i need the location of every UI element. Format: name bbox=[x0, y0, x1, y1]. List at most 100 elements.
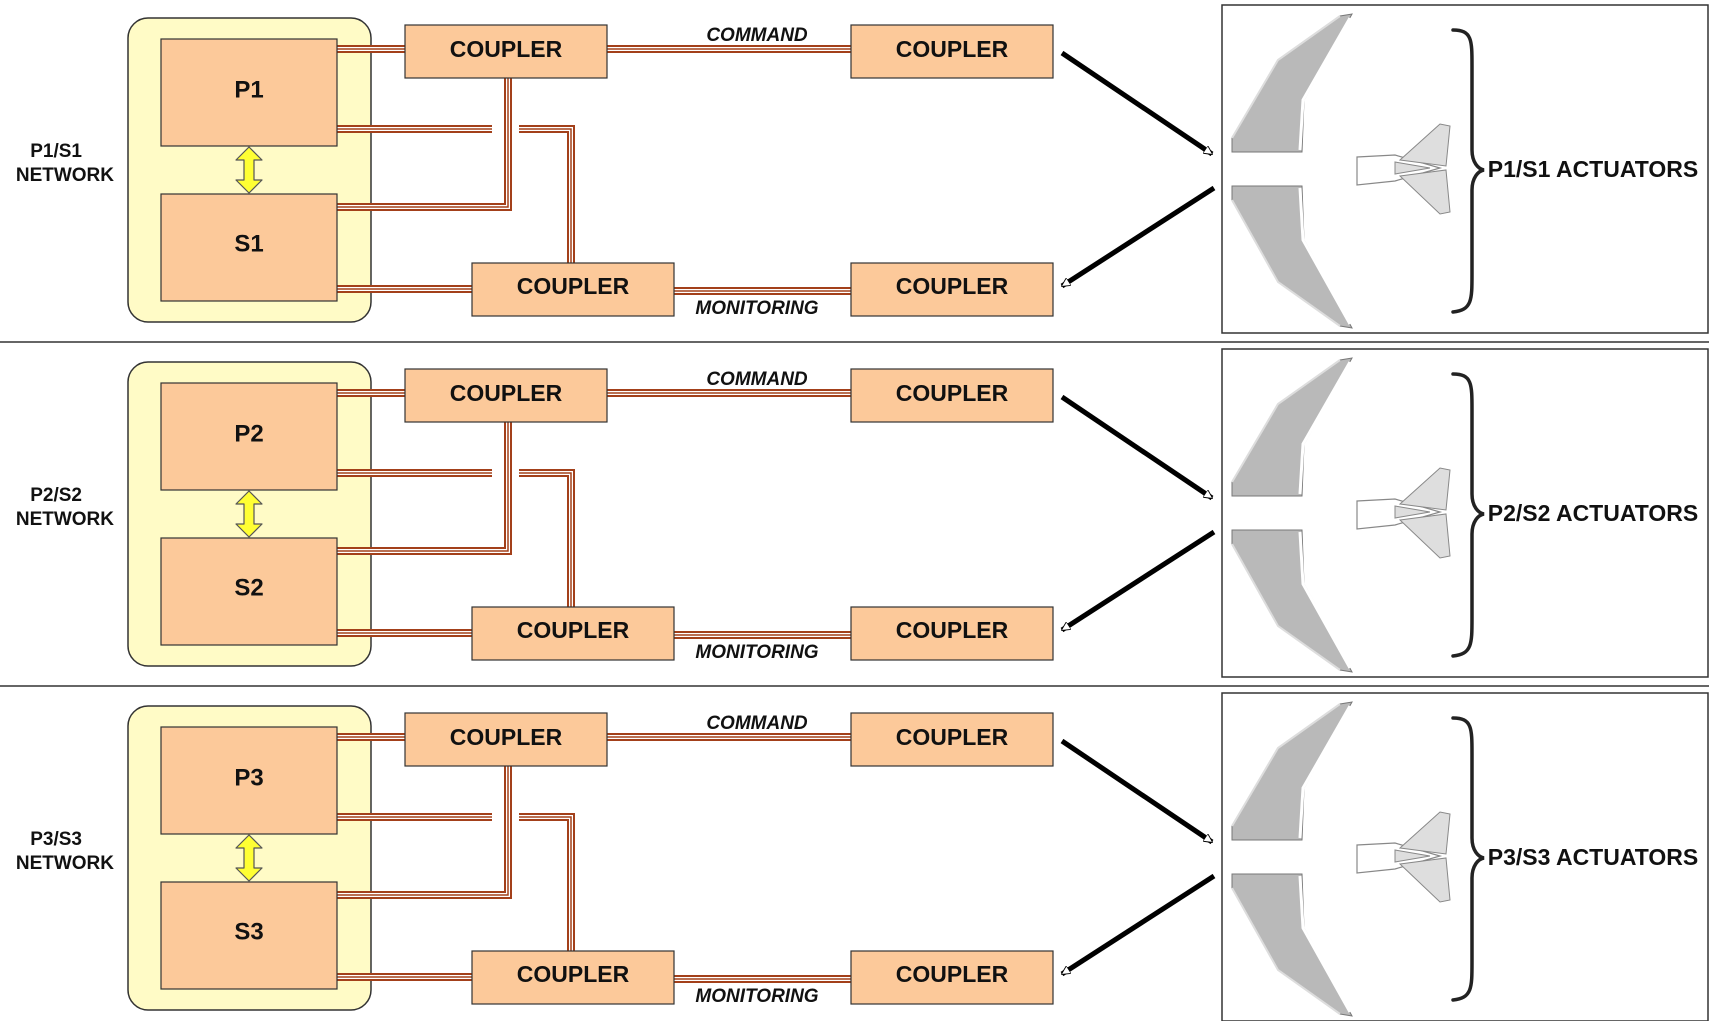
bus-to-bottom-coupler-gap bbox=[519, 127, 573, 263]
aircraft-planform-icon bbox=[1231, 357, 1451, 673]
band-2: P2/S2NETWORKP2S2COUPLERCOUPLERCOUPLERCOU… bbox=[16, 348, 1709, 678]
bus-to-bottom-coupler bbox=[519, 125, 575, 263]
monitoring-arrow bbox=[1062, 873, 1216, 977]
fuselage-nozzle-shape bbox=[1394, 161, 1431, 175]
upper-stabiliser-shape bbox=[1398, 811, 1451, 855]
double-arrow-icon bbox=[235, 834, 263, 882]
band-1: P1/S1NETWORKP1S1COUPLERCOUPLERCOUPLERCOU… bbox=[16, 4, 1709, 334]
coupler-box-bottom-right bbox=[850, 262, 1054, 317]
coupler-box-bottom-left bbox=[471, 262, 675, 317]
coupler-label: COUPLER bbox=[896, 617, 1009, 643]
network-label-text: NETWORK bbox=[16, 509, 114, 530]
actuators-label: P1/S1 ACTUATORS bbox=[1488, 156, 1698, 182]
network-label-id: P3/S3 bbox=[30, 829, 82, 850]
upper-wing-leading-edge bbox=[1231, 703, 1341, 827]
command-arrow bbox=[1060, 50, 1212, 157]
coupler-box-bottom-left bbox=[471, 606, 675, 661]
coupler-label: COUPLER bbox=[896, 380, 1009, 406]
upper-wing-flap-line bbox=[1298, 705, 1352, 839]
monitoring-label: MONITORING bbox=[695, 986, 818, 1007]
secondary-computer-box bbox=[160, 881, 338, 990]
primary-computer-label: P2 bbox=[234, 420, 263, 447]
command-arrow bbox=[1060, 738, 1212, 845]
primary-computer-label: P1 bbox=[234, 76, 263, 103]
secondary-computer-label: S2 bbox=[234, 574, 263, 601]
command-label: COMMAND bbox=[706, 369, 808, 390]
coupler-label: COUPLER bbox=[450, 380, 563, 406]
double-arrow-icon bbox=[235, 490, 263, 538]
lower-wing-flap-line bbox=[1298, 875, 1352, 1013]
coupler-label: COUPLER bbox=[517, 617, 630, 643]
bus-to-bottom-coupler bbox=[519, 813, 575, 951]
bus-to-bottom-coupler-inner bbox=[519, 816, 572, 951]
bus-to-bottom-coupler-inner bbox=[519, 472, 572, 607]
network-label-id: P2/S2 bbox=[30, 485, 82, 506]
coupler-box-bottom-right bbox=[850, 606, 1054, 661]
lower-stabiliser-shape bbox=[1398, 513, 1451, 559]
coupler-label: COUPLER bbox=[517, 961, 630, 987]
secondary-computer-label: S3 bbox=[234, 918, 263, 945]
actuators-label: P2/S2 ACTUATORS bbox=[1488, 500, 1698, 526]
lower-wing-leading-edge bbox=[1231, 199, 1341, 327]
primary-computer-box bbox=[160, 382, 338, 491]
command-arrow bbox=[1060, 394, 1212, 501]
upper-wing-leading-edge bbox=[1231, 359, 1341, 483]
bus-secondary-to-top-coupler-inner bbox=[336, 420, 509, 552]
secondary-computer-label: S1 bbox=[234, 230, 263, 257]
coupler-label: COUPLER bbox=[517, 273, 630, 299]
band-3: P3/S3NETWORKP3S3COUPLERCOUPLERCOUPLERCOU… bbox=[16, 692, 1709, 1021]
bus-to-bottom-coupler-outer bbox=[519, 813, 575, 951]
lower-stabiliser-shape bbox=[1398, 169, 1451, 215]
network-label-text: NETWORK bbox=[16, 165, 114, 186]
bus-secondary-to-top-coupler bbox=[336, 76, 512, 211]
coupler-label: COUPLER bbox=[896, 36, 1009, 62]
primary-computer-label: P3 bbox=[234, 764, 263, 791]
network-label-text: NETWORK bbox=[16, 853, 114, 874]
curly-brace-icon bbox=[1451, 372, 1485, 658]
primary-computer-box bbox=[160, 726, 338, 835]
secondary-computer-box bbox=[160, 537, 338, 646]
coupler-box-top-left bbox=[404, 712, 608, 767]
monitoring-arrow bbox=[1062, 185, 1216, 289]
coupler-label: COUPLER bbox=[896, 273, 1009, 299]
bus-to-bottom-coupler bbox=[519, 469, 575, 607]
command-label: COMMAND bbox=[706, 713, 808, 734]
curly-brace-icon bbox=[1451, 716, 1485, 1002]
upper-stabiliser-shape bbox=[1398, 123, 1451, 167]
lower-wing-leading-edge bbox=[1231, 887, 1341, 1015]
lower-wing-flap-line bbox=[1298, 187, 1352, 325]
band-separators bbox=[0, 341, 1709, 687]
monitoring-label: MONITORING bbox=[695, 642, 818, 663]
coupler-label: COUPLER bbox=[450, 36, 563, 62]
monitoring-arrow bbox=[1062, 529, 1216, 633]
actuators-label: P3/S3 ACTUATORS bbox=[1488, 844, 1698, 870]
coupler-box-top-left bbox=[404, 368, 608, 423]
bus-secondary-to-top-coupler-inner bbox=[336, 76, 509, 208]
coupler-box-top-left bbox=[404, 24, 608, 79]
bus-to-bottom-coupler-outer bbox=[519, 469, 575, 607]
upper-stabiliser-shape bbox=[1398, 467, 1451, 511]
bus-secondary-to-top-coupler-inner bbox=[336, 764, 509, 896]
upper-wing-leading-edge bbox=[1231, 15, 1341, 139]
coupler-label: COUPLER bbox=[896, 724, 1009, 750]
lower-wing-leading-edge bbox=[1231, 543, 1341, 671]
network-label-id: P1/S1 bbox=[30, 141, 82, 162]
bus-to-bottom-coupler-gap bbox=[519, 815, 573, 951]
bus-to-bottom-coupler-gap bbox=[519, 471, 573, 607]
curly-brace-icon bbox=[1451, 28, 1485, 314]
coupler-box-top-right bbox=[850, 24, 1054, 79]
coupler-box-bottom-right bbox=[850, 950, 1054, 1005]
bus-secondary-to-top-coupler bbox=[336, 764, 512, 899]
lower-wing-flap-line bbox=[1298, 531, 1352, 669]
bus-to-bottom-coupler-outer bbox=[519, 125, 575, 263]
upper-wing-flap-line bbox=[1298, 17, 1352, 151]
coupler-box-bottom-left bbox=[471, 950, 675, 1005]
upper-wing-flap-line bbox=[1298, 361, 1352, 495]
fuselage-nozzle-shape bbox=[1394, 849, 1431, 863]
bus-to-bottom-coupler-inner bbox=[519, 128, 572, 263]
secondary-computer-box bbox=[160, 193, 338, 302]
aircraft-planform-icon bbox=[1231, 701, 1451, 1017]
coupler-box-top-right bbox=[850, 368, 1054, 423]
coupler-box-top-right bbox=[850, 712, 1054, 767]
coupler-label: COUPLER bbox=[450, 724, 563, 750]
